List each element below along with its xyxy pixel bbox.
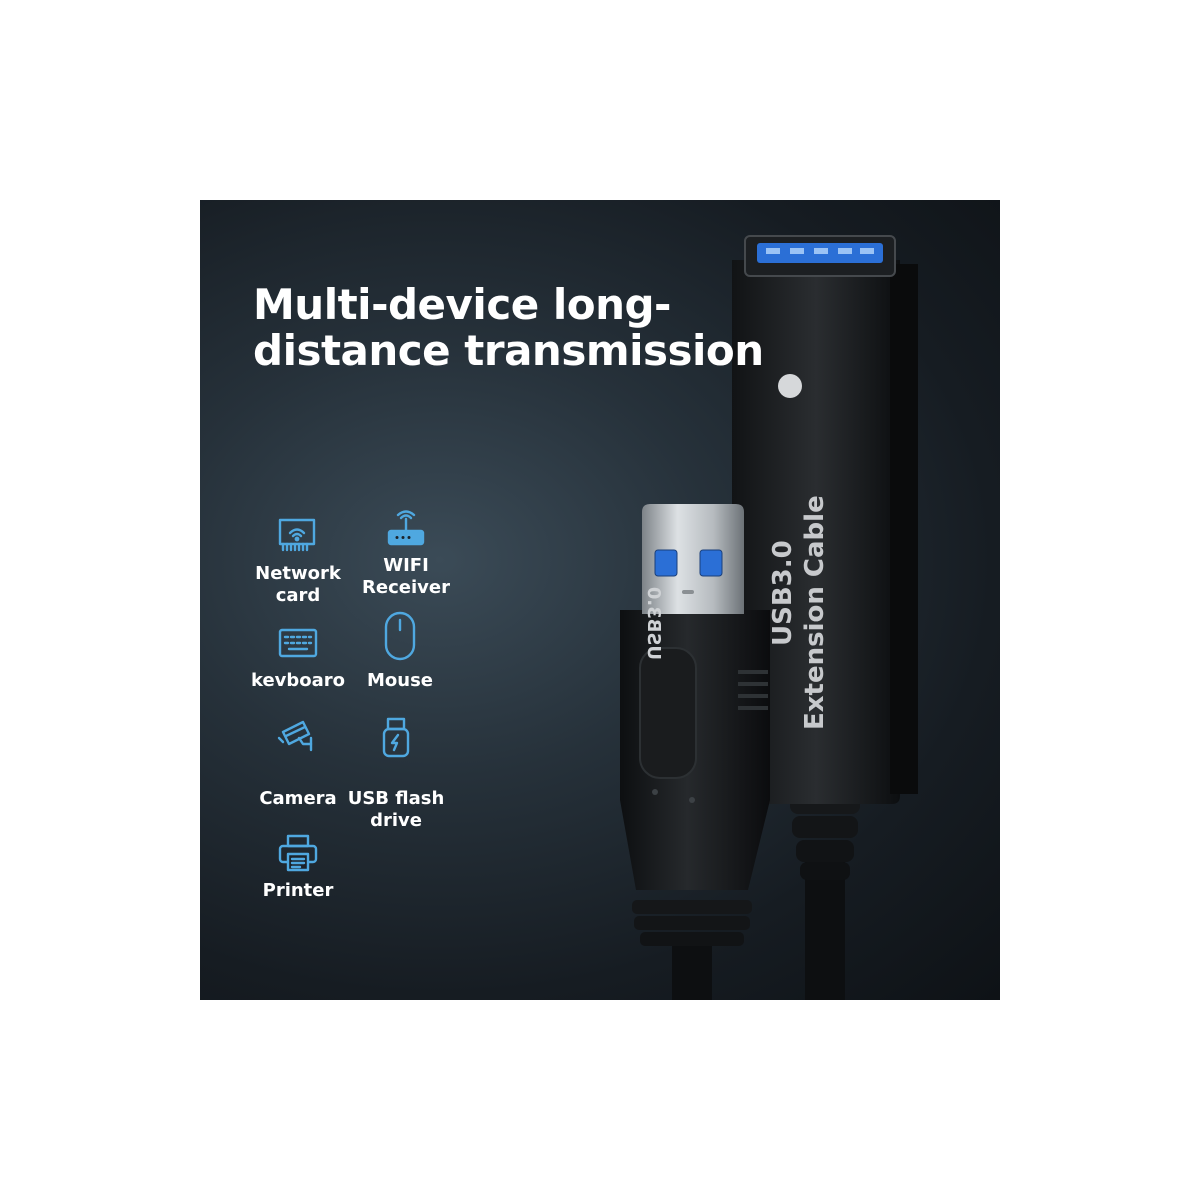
plug-usb3-label: USB3.0 (643, 586, 664, 660)
headline-line-2: distance transmission (253, 326, 764, 375)
usb-cable-illustration (620, 235, 918, 1000)
network-card-icon (277, 515, 319, 557)
usb-male-connector (642, 504, 744, 614)
usb-flash-drive-icon (375, 716, 417, 758)
extender-body (732, 260, 900, 804)
extender-label-extension-cable: Extension Cable (800, 495, 830, 730)
security-camera-icon (277, 716, 319, 758)
feature-usb-flash-drive: USB flash drive (341, 716, 451, 832)
feature-network-card-label-1: Network (255, 563, 341, 584)
feature-wifi-receiver-label-2: Receiver (362, 577, 450, 598)
feature-network-card-label-2: card (275, 585, 321, 606)
mouse-icon (379, 610, 421, 664)
status-led (778, 374, 802, 398)
extender-cable (805, 860, 845, 1000)
usb-female-port (744, 235, 896, 277)
keyboard-icon (277, 622, 319, 664)
feature-mouse-label: Mouse (366, 670, 433, 691)
feature-printer: Printer (243, 832, 353, 902)
feature-camera: Camera (243, 716, 353, 810)
feature-keyboard: kevboaro (243, 622, 353, 692)
plug-cable (672, 940, 712, 1000)
feature-wifi-receiver: WIFI Receiver (351, 507, 461, 599)
headline: Multi-device long- distance transmission (253, 282, 764, 374)
printer-icon (277, 832, 319, 874)
feature-camera-label: Camera (259, 788, 337, 809)
product-banner: USB3.0 USB3.0 Extension Cable Multi-devi… (200, 200, 1000, 1000)
plug-strain-relief (632, 900, 752, 946)
feature-network-card: Network card (243, 515, 353, 607)
headline-line-1: Multi-device long- (253, 280, 671, 329)
extender-label-usb3: USB3.0 (768, 540, 798, 646)
feature-usb-flash-drive-label-1: USB flash (347, 788, 445, 809)
feature-keyboard-label: kevboaro (250, 670, 346, 691)
feature-printer-label: Printer (262, 880, 334, 901)
feature-usb-flash-drive-label-2: drive (370, 810, 422, 831)
feature-wifi-receiver-label-1: WIFI (383, 555, 429, 576)
wifi-router-icon (385, 507, 427, 549)
feature-mouse: Mouse (345, 610, 455, 692)
